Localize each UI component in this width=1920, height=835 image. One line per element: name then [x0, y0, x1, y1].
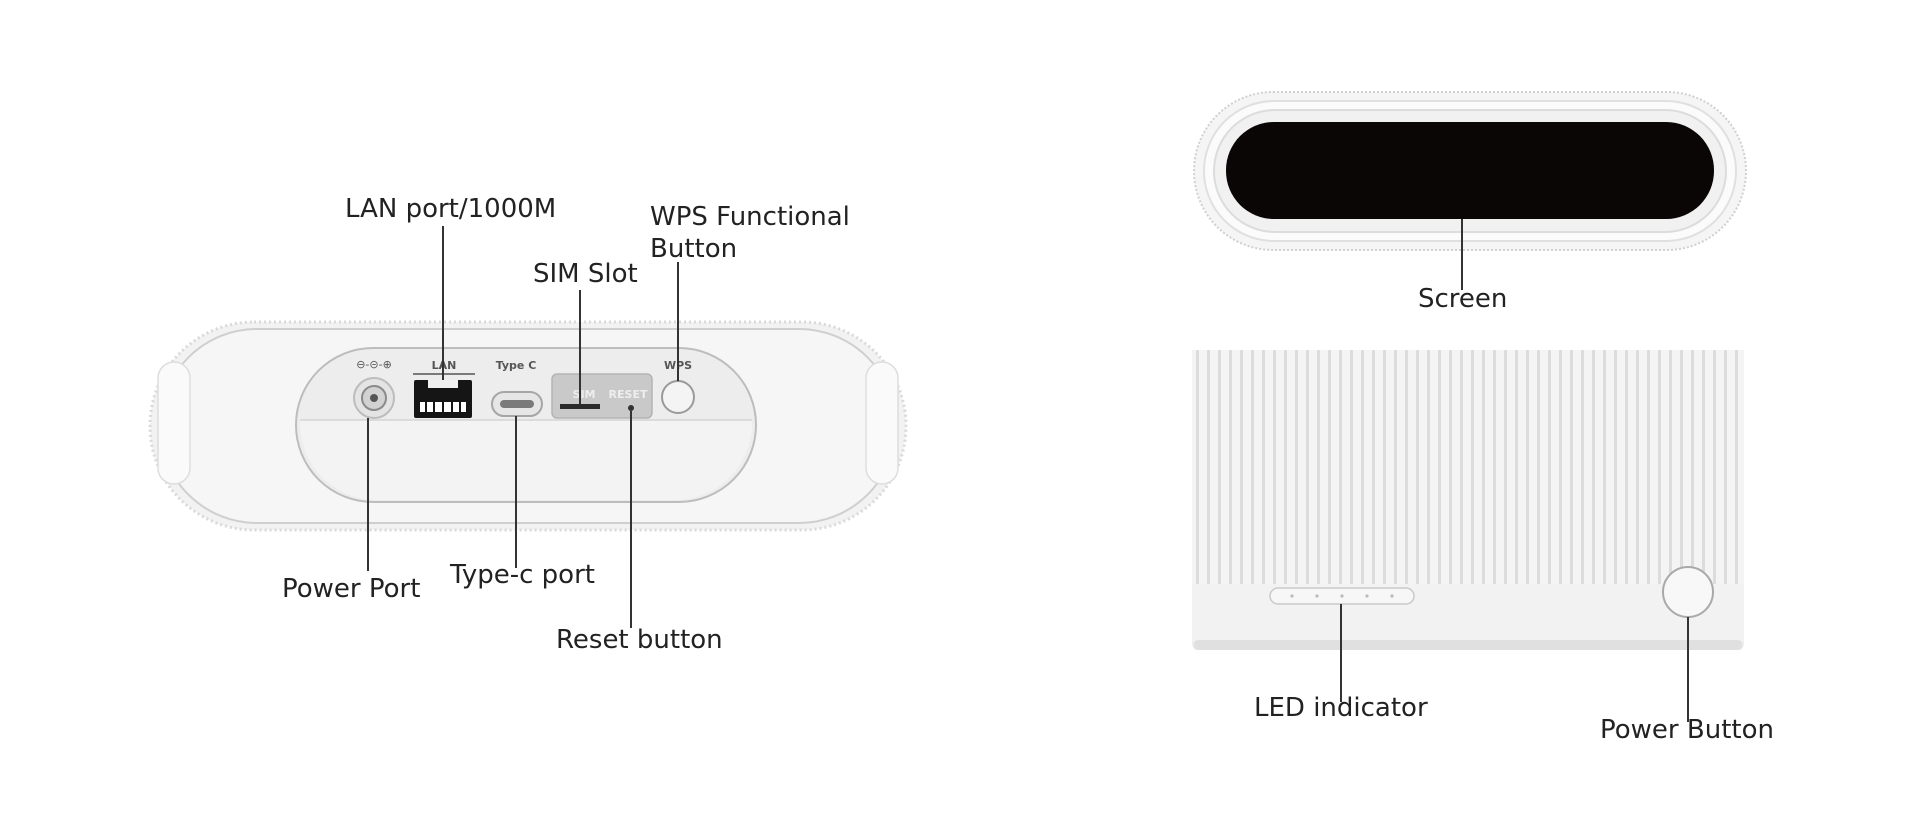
sim-plate-label: SIM	[573, 388, 596, 401]
rear-panel: ⊖-⊝-⊕ LAN Type C WPS	[148, 320, 908, 532]
front-base-shadow	[1194, 640, 1742, 650]
power-port	[353, 377, 395, 419]
leader-lines	[367, 219, 1689, 722]
left-side-grip	[157, 361, 191, 485]
callout-screen: Screen	[1418, 284, 1508, 314]
type-c-label: Type C	[496, 359, 537, 372]
callout-led-indicator: LED indicator	[1254, 693, 1428, 723]
screen	[1226, 122, 1714, 219]
callout-wps-button: WPS Functional Button	[650, 202, 850, 264]
led-dot	[1315, 594, 1319, 598]
wps-button	[661, 380, 695, 414]
led-dot	[1290, 594, 1294, 598]
front-view	[1192, 350, 1744, 650]
callout-power-port: Power Port	[282, 574, 421, 604]
led-dot	[1390, 594, 1394, 598]
reset-plate-label: RESET	[609, 388, 648, 401]
front-ribbed-section	[1192, 350, 1744, 584]
callout-reset-button: Reset button	[556, 625, 723, 655]
top-view	[1193, 91, 1747, 251]
lan-port	[414, 380, 472, 418]
right-side-grip	[865, 361, 899, 485]
callout-sim-slot: SIM Slot	[533, 259, 638, 289]
callout-lan-port: LAN port/1000M	[345, 194, 557, 224]
led-dot	[1340, 594, 1344, 598]
callout-type-c-port: Type-c port	[450, 560, 595, 590]
reset-pinhole	[628, 405, 634, 411]
dc-symbol-label: ⊖-⊝-⊕	[356, 358, 392, 371]
sim-slot	[560, 404, 600, 409]
type-c-port	[491, 391, 543, 417]
callout-power-button: Power Button	[1600, 715, 1774, 745]
sim-reset-plate: SIM RESET	[551, 373, 653, 419]
port-recess-shelf	[300, 420, 752, 500]
power-button	[1662, 566, 1714, 618]
led-dot	[1365, 594, 1369, 598]
